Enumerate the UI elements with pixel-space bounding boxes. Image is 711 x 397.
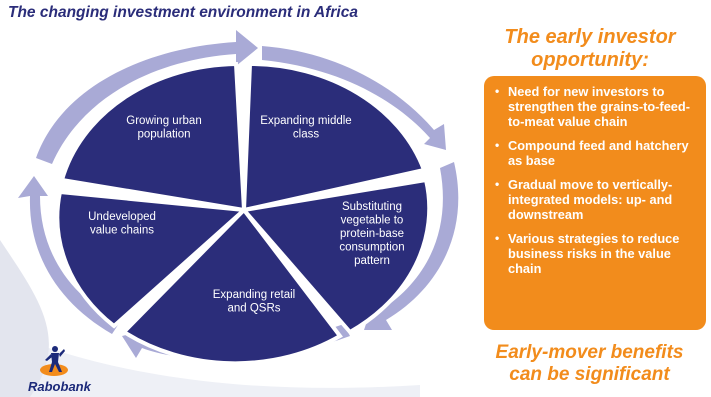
rabobank-logo: Rabobank [26, 344, 91, 394]
segment-undeveloped [55, 189, 249, 329]
segment-label-line: Expanding retail [213, 289, 295, 301]
opportunity-bullet-text: Compound feed and hatchery as base [508, 138, 689, 168]
segment-label-line: consumption [339, 242, 404, 254]
segment-substituting [240, 177, 432, 335]
bullet-dot-icon: • [495, 84, 500, 98]
page-title: The changing investment environment in A… [8, 4, 358, 21]
bullet-dot-icon: • [495, 138, 500, 152]
arrow-top-right [262, 46, 446, 150]
opportunity-bullet: • Compound feed and hatchery as base [494, 138, 700, 168]
segment-label-line: protein-base [340, 228, 404, 240]
segment-label-line: pattern [354, 255, 390, 267]
opportunity-box: • Need for new investors to strengthen th… [484, 76, 706, 330]
opportunity-title: The early investor opportunity: [470, 26, 710, 72]
segment-label-line: vegetable to [341, 215, 404, 227]
segment-label-line: class [293, 129, 319, 141]
segment-label-line: Expanding middle [260, 115, 351, 127]
opportunity-bullet: • Need for new investors to strengthen th… [494, 84, 700, 129]
opportunity-title-line2: opportunity: [531, 49, 649, 71]
segment-label: Expanding middle class [260, 115, 351, 141]
footer-line1: Early-mover benefits [495, 342, 684, 363]
opportunity-bullet: • Gradual move to vertically-integrated m… [494, 177, 700, 222]
segment-expanding-middle-class [241, 61, 427, 213]
opportunity-title-line1: The early investor [504, 26, 676, 48]
opportunity-bullet-text: Gradual move to vertically-integrated mo… [508, 177, 673, 222]
segment-label-line: population [137, 129, 190, 141]
cycle-pie [55, 61, 432, 366]
arrow-top-left [36, 30, 258, 164]
footer-line2: can be significant [509, 364, 670, 385]
segment-label: Expanding retail and QSRs [213, 289, 295, 315]
logo-text: Rabobank [28, 379, 91, 394]
segment-expanding-retail [120, 206, 343, 366]
segment-label-line: value chains [90, 225, 154, 237]
opportunity-bullet-text: Need for new investors to strengthen the… [508, 84, 691, 129]
segment-label-line: Undeveloped [88, 211, 156, 223]
segment-label-line: Growing urban [126, 115, 201, 127]
segment-labels: Growing urban population Expanding middle c… [88, 115, 405, 315]
segment-growing-urban [59, 61, 247, 213]
early-mover-footer: Early-mover benefits can be significant [468, 342, 711, 386]
opportunity-list: • Need for new investors to strengthen th… [494, 84, 700, 276]
bullet-dot-icon: • [495, 177, 500, 191]
opportunity-bullet-text: Various strategies to reduce business ri… [508, 231, 680, 276]
segment-label: Growing urban population [126, 115, 201, 141]
cycle-diagram: Growing urban population Expanding middle c… [18, 30, 459, 366]
segment-label: Undeveloped value chains [88, 211, 156, 237]
bullet-dot-icon: • [495, 231, 500, 245]
opportunity-bullet: • Various strategies to reduce business r… [494, 231, 700, 276]
segment-label-line: and QSRs [227, 303, 280, 315]
segment-label-line: Substituting [342, 201, 402, 213]
rabobank-figure-icon [40, 346, 68, 376]
